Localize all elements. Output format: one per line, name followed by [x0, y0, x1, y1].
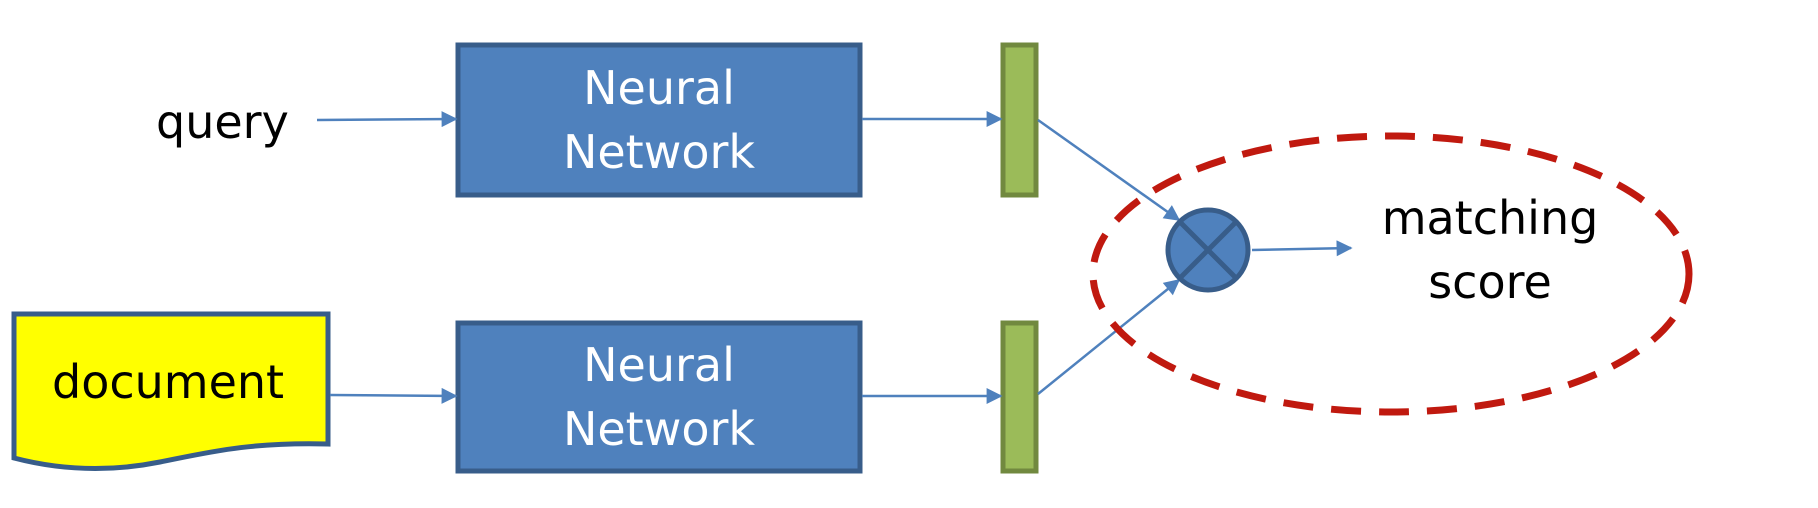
document-label: document [52, 355, 285, 409]
matching-score-label-line2: score [1428, 255, 1552, 309]
query-vector-bar [1000, 42, 1039, 198]
neural-network-label-top-line1: Neural [583, 61, 735, 115]
matching-score-highlight [1089, 132, 1693, 416]
neural-network-label-bottom: Neural Network [458, 333, 860, 461]
arrow-document-to-network [329, 387, 458, 404]
neural-network-label-top-line2: Network [562, 125, 756, 179]
arrow-query-to-network [316, 111, 458, 128]
document-shape [11, 311, 331, 471]
neural-network-label-bottom-line2: Network [562, 402, 756, 456]
neural-network-label-bottom-line1: Neural [583, 338, 735, 392]
neural-network-box-bottom [455, 320, 863, 474]
neural-network-label-top: Neural Network [458, 56, 860, 184]
query-label: query [156, 95, 289, 149]
matching-score-label: matching score [1370, 186, 1610, 314]
circled-times-icon [1165, 207, 1251, 293]
arrow-combine-to-score [1251, 240, 1353, 257]
neural-network-box-top [455, 42, 863, 198]
arrow-query-vector-to-combine [1037, 118, 1181, 222]
arrow-document-vector-to-combine [1037, 278, 1181, 395]
matching-score-label-line1: matching [1381, 191, 1599, 245]
document-vector-bar [1000, 320, 1039, 474]
